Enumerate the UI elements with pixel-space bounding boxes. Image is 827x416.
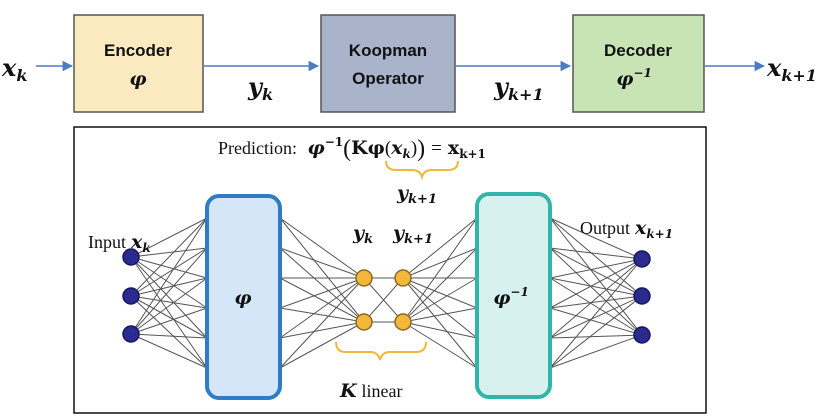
input-encoder-connection bbox=[130, 333, 208, 339]
decoder-output-connection bbox=[549, 334, 643, 369]
input-encoder-connection bbox=[130, 247, 208, 335]
input-encoder-connection bbox=[130, 247, 208, 297]
network-nodes bbox=[122, 248, 651, 344]
decoder-output-connection bbox=[549, 277, 643, 336]
koopman-label-line1: Koopman bbox=[349, 41, 427, 60]
input-encoder-connection bbox=[130, 247, 208, 258]
prediction-underbrace bbox=[385, 160, 459, 181]
latent-decoder-connection bbox=[402, 217, 478, 279]
latent-decoder-connection bbox=[402, 321, 478, 339]
latent-decoder-connection bbox=[402, 277, 478, 369]
decoder-output-connection bbox=[549, 295, 643, 309]
input-encoder-connection bbox=[130, 307, 208, 335]
latent-decoder-connection bbox=[402, 321, 478, 369]
decoder-output-connection bbox=[549, 247, 643, 297]
decoder-output-connection bbox=[549, 277, 643, 297]
koopman-label-line2: Operator bbox=[352, 69, 424, 88]
encoder-network-symbol: φ bbox=[234, 287, 251, 309]
decoder-output-connection bbox=[549, 217, 643, 297]
top-pipeline: xk Encoder φ yk Koopman Operator yk+1 De… bbox=[1, 14, 817, 113]
latent-node-yk1 bbox=[394, 269, 412, 287]
decoder-output-connection bbox=[549, 307, 643, 336]
encoder-latent-connection bbox=[279, 321, 365, 369]
input-encoder-connection bbox=[130, 256, 208, 369]
input-encoder-connection bbox=[130, 217, 208, 258]
encoder-latent-connection bbox=[279, 217, 365, 279]
input-node bbox=[122, 287, 140, 305]
encoder-latent-connection bbox=[279, 247, 365, 279]
latent-node-yk bbox=[355, 313, 373, 331]
decoder-output-connection bbox=[549, 217, 643, 336]
input-encoder-connection bbox=[130, 217, 208, 297]
encoder-box bbox=[73, 14, 204, 113]
decoder-output-connection bbox=[549, 247, 643, 336]
decoder-output-connection bbox=[549, 334, 643, 339]
output-node bbox=[633, 250, 651, 268]
encoder-latent-connection bbox=[279, 277, 365, 309]
decoder-box bbox=[572, 14, 705, 113]
latent-decoder-connection bbox=[402, 277, 478, 309]
decoder-output-connection bbox=[549, 295, 643, 339]
encoder-latent-connection bbox=[279, 247, 365, 323]
latent-node-yk1 bbox=[394, 313, 412, 331]
latent-decoder-connection bbox=[402, 247, 478, 279]
decoder-output-connection bbox=[549, 247, 643, 260]
prediction-equation: Prediction: φ−1(Kφ(xk))=xk+1 bbox=[218, 135, 486, 162]
encoder-network-block bbox=[205, 194, 282, 400]
encoder-latent-connection bbox=[279, 277, 365, 339]
input-encoder-connection bbox=[130, 256, 208, 339]
latent-decoder-connection bbox=[402, 307, 478, 323]
latent-right-label: yk+1 bbox=[392, 222, 433, 247]
top-input-label: xk bbox=[1, 53, 27, 85]
decoder-network-block bbox=[475, 192, 552, 399]
top-latent-in-label: yk bbox=[247, 72, 273, 104]
decoder-output-connection bbox=[549, 295, 643, 369]
latent-node-yk bbox=[355, 269, 373, 287]
encoder-latent-connection bbox=[279, 217, 365, 323]
latent-decoder-connection bbox=[402, 217, 478, 323]
input-node bbox=[122, 248, 140, 266]
brace-label: yk+1 bbox=[396, 182, 437, 207]
decoder-output-connection bbox=[549, 258, 643, 369]
input-encoder-connection bbox=[130, 277, 208, 335]
encoder-label: Encoder bbox=[104, 41, 172, 60]
top-latent-out-label: yk+1 bbox=[493, 72, 544, 104]
latent-brace bbox=[335, 341, 427, 361]
input-encoder-connection bbox=[130, 256, 208, 309]
latent-decoder-connection bbox=[402, 247, 478, 323]
input-encoder-connection bbox=[130, 217, 208, 335]
top-output-label: xk+1 bbox=[766, 53, 817, 85]
decoder-output-connection bbox=[549, 258, 643, 279]
latent-left-label: yk bbox=[352, 222, 373, 247]
encoder-latent-connection bbox=[279, 277, 365, 369]
input-encoder-connection bbox=[130, 277, 208, 297]
output-node bbox=[633, 287, 651, 305]
encoder-latent-connection bbox=[279, 307, 365, 323]
output-node bbox=[633, 326, 651, 344]
latent-decoder-connection bbox=[402, 277, 478, 323]
koopman-connection bbox=[363, 277, 404, 323]
input-encoder-connection bbox=[130, 295, 208, 369]
decoder-output-connection bbox=[549, 258, 643, 309]
input-encoder-connection bbox=[130, 295, 208, 309]
encoder-latent-connection bbox=[279, 277, 365, 323]
input-node bbox=[122, 325, 140, 343]
decoder-symbol: φ−1 bbox=[616, 66, 652, 90]
input-encoder-connection bbox=[130, 333, 208, 369]
decoder-label: Decoder bbox=[604, 41, 672, 60]
input-encoder-connection bbox=[130, 295, 208, 339]
koopman-operator-box bbox=[320, 14, 456, 113]
decoder-output-connection bbox=[549, 217, 643, 260]
latent-decoder-connection bbox=[402, 277, 478, 339]
input-encoder-connection bbox=[130, 256, 208, 279]
network-connections bbox=[130, 217, 643, 369]
decoder-network-symbol: φ−1 bbox=[493, 285, 529, 309]
encoder-symbol: φ bbox=[129, 68, 146, 90]
encoder-latent-connection bbox=[279, 321, 365, 339]
decoder-output-connection bbox=[549, 258, 643, 339]
